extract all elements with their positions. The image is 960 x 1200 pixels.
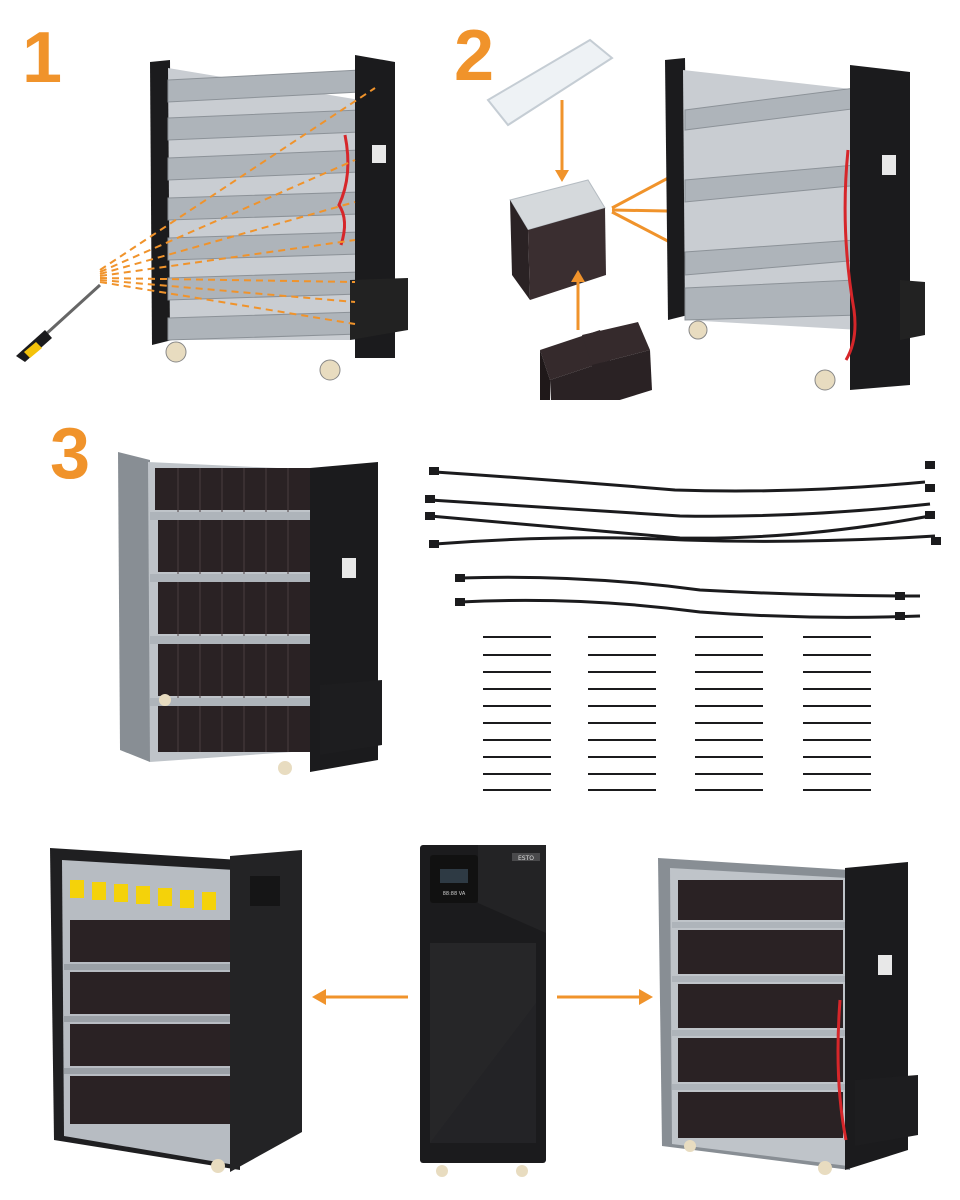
ups-brand-label: ESTO <box>518 855 534 862</box>
step1-empty-rack-illustration <box>0 40 420 390</box>
assembled-battery-cabinet-right <box>650 850 925 1180</box>
arrow-right-icon <box>555 985 655 1009</box>
assembled-battery-cabinet-left <box>40 840 320 1180</box>
connection-cables-illustration <box>425 460 945 800</box>
step2-battery-placement-illustration <box>470 30 960 400</box>
step3-filled-rack-illustration <box>110 450 400 780</box>
ups-tower-unit: ESTO 88:88 VA <box>418 843 550 1183</box>
arrow-left-icon <box>310 985 410 1009</box>
ups-display-text: 88:88 VA <box>443 891 466 897</box>
step-number-1: 1 <box>22 18 63 98</box>
step-number-2: 2 <box>454 16 495 96</box>
screwdriver-icon <box>16 283 102 362</box>
step-number-3: 3 <box>50 414 91 494</box>
